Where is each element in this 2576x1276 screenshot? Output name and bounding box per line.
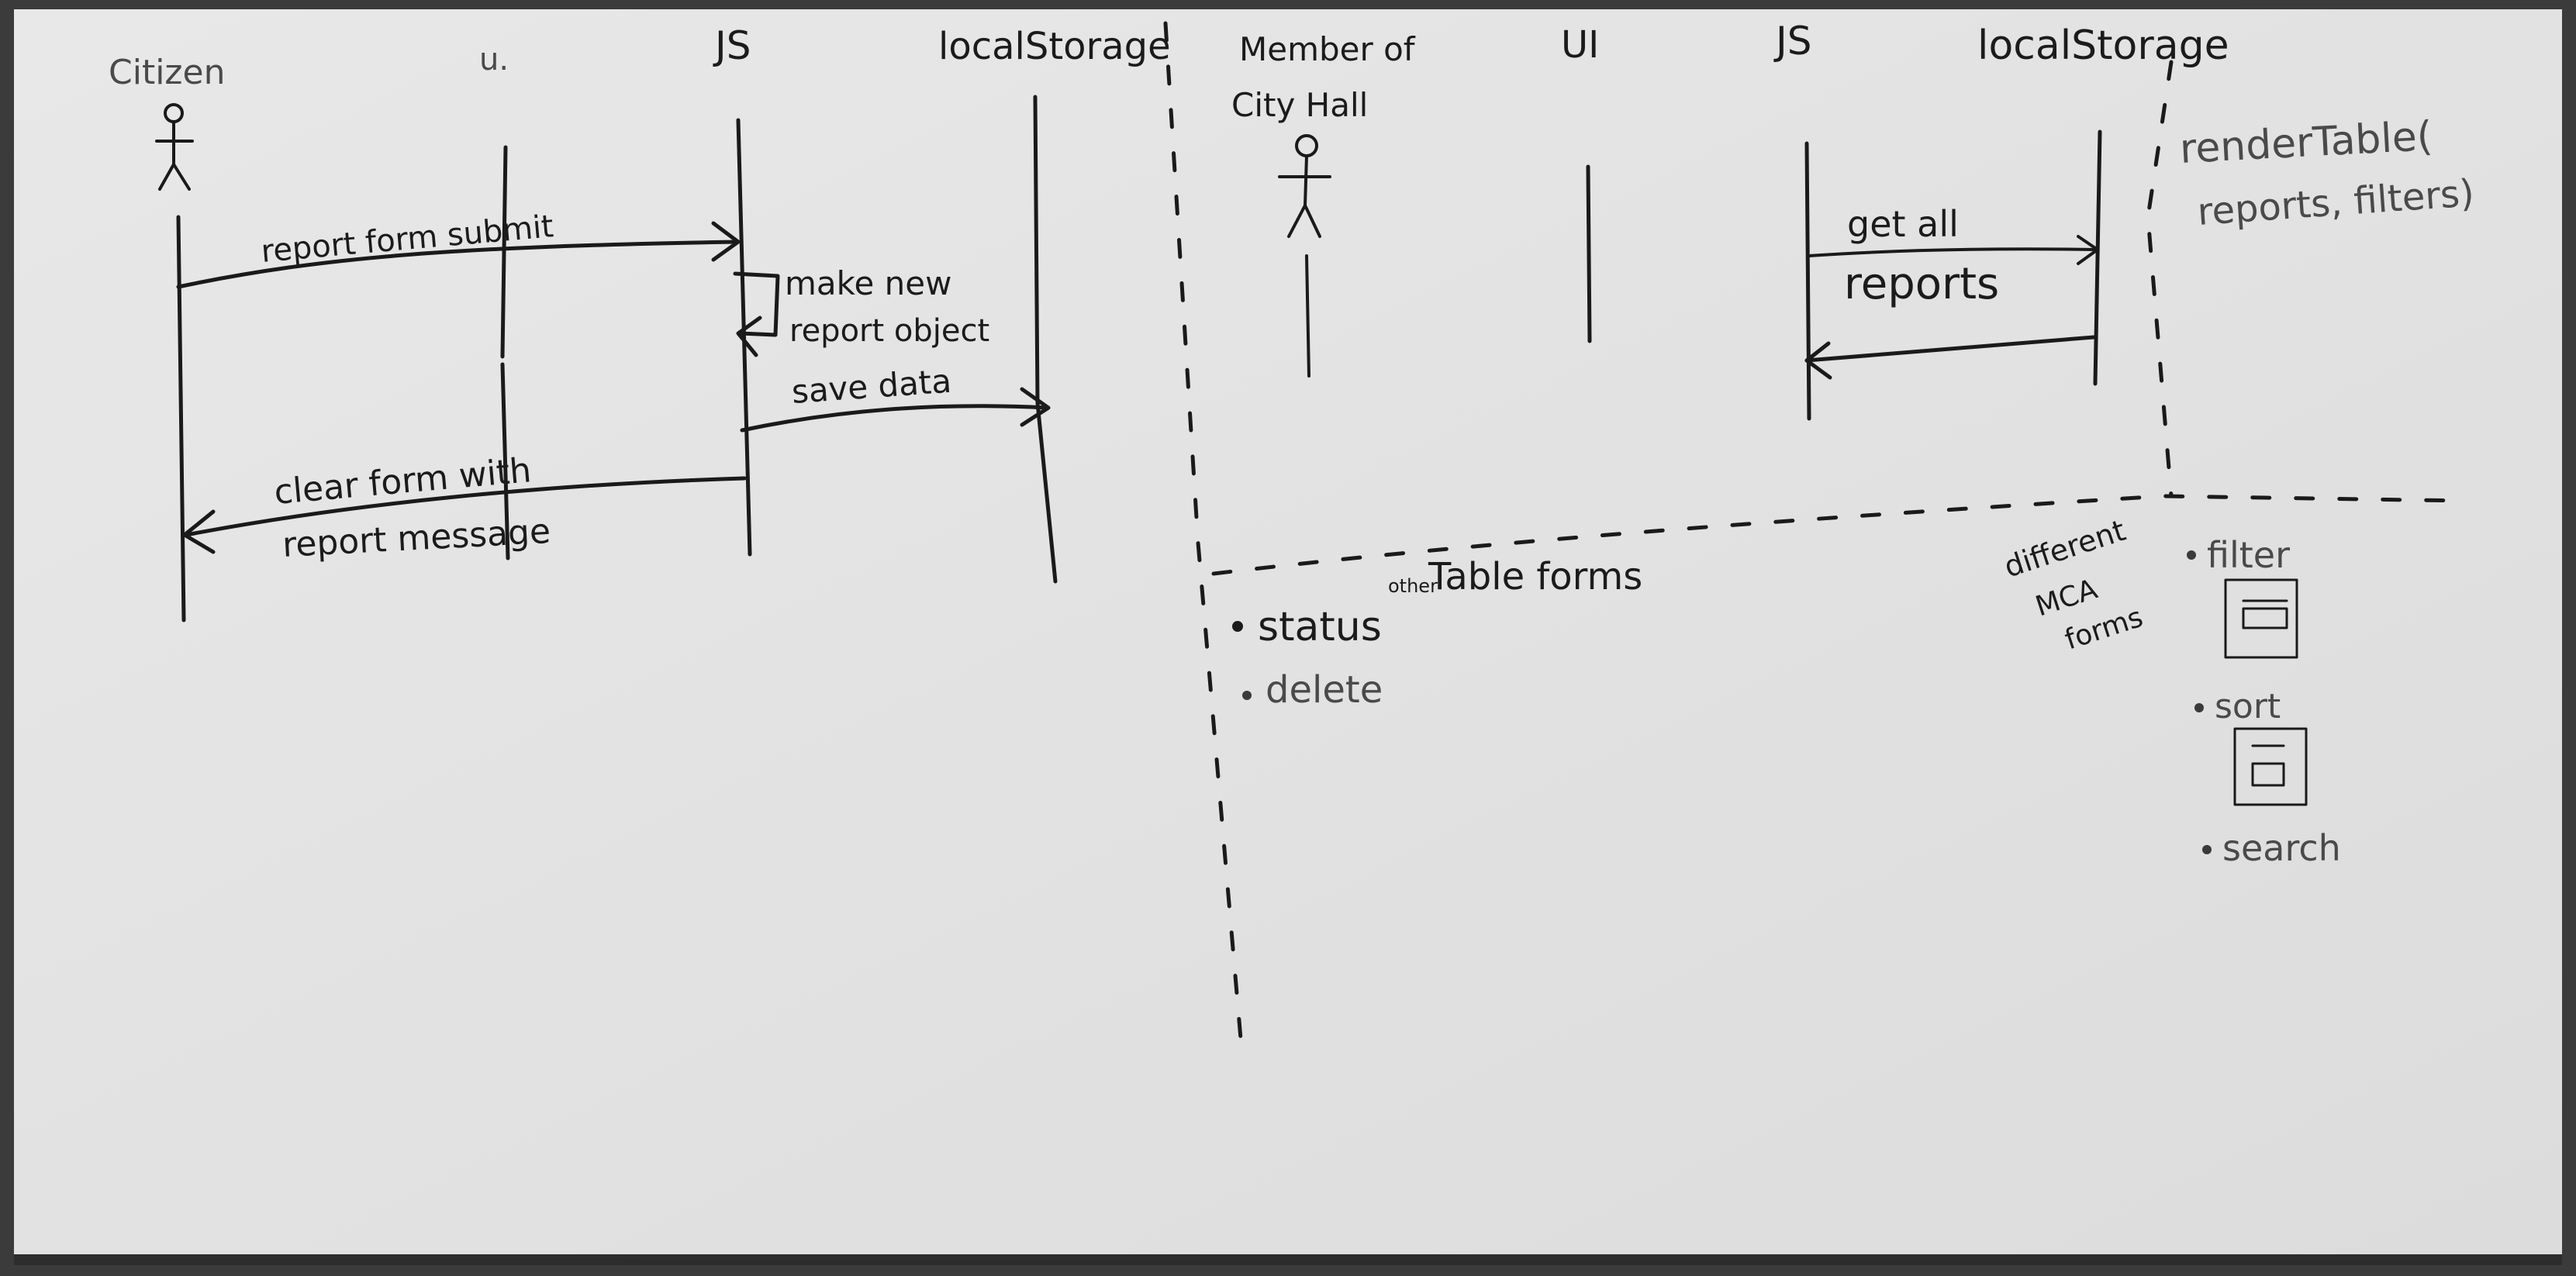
search-item: search: [2222, 827, 2341, 869]
citizen-label: Citizen: [109, 53, 225, 92]
save-data-arrow: [740, 387, 1051, 433]
board-surface: [14, 9, 2562, 1265]
filter-sketch-icon: [2224, 578, 2298, 659]
left-lifelines: [176, 95, 1058, 622]
delete-bullet: [1242, 691, 1252, 700]
status-item: status: [1258, 604, 1382, 650]
filter-bullet: [2187, 550, 2196, 560]
table-forms-note: other Table forms status delete: [1232, 555, 1642, 712]
right-lifelines: [1586, 129, 2102, 421]
right-sequence-diagram: Member of City Hall UI JS localStorage g…: [1231, 19, 2475, 421]
submit-arrow: [176, 221, 741, 289]
sort-bullet: [2194, 703, 2204, 712]
get-reports-line-1: get all: [1847, 203, 1959, 245]
self-message-arrow: [733, 271, 780, 357]
left-ui-label: u.: [479, 42, 509, 78]
self-message-line-2: report object: [789, 313, 989, 349]
left-js-label: JS: [713, 23, 751, 68]
right-localstorage-label: localStorage: [1977, 22, 2229, 69]
member-label-line-2: City Hall: [1231, 86, 1368, 124]
return-reports-arrow: [1804, 335, 2096, 380]
self-message-line-1: make new: [785, 264, 951, 302]
member-actor-icon: [1278, 134, 1331, 378]
table-forms-prefix: other: [1388, 575, 1438, 597]
right-js-label: JS: [1773, 19, 1811, 64]
citizen-actor-icon: [155, 103, 194, 191]
search-bullet: [2202, 845, 2212, 854]
get-reports-line-2: reports: [1844, 259, 1999, 309]
get-reports-arrow: [1808, 235, 2099, 265]
filter-item: filter: [2207, 534, 2290, 576]
return-arrow: [182, 476, 747, 554]
table-forms-heading: Table forms: [1428, 555, 1642, 598]
dashed-dividers: [1163, 21, 2468, 1041]
sort-sketch-icon: [2233, 727, 2308, 806]
delete-item: delete: [1266, 668, 1383, 712]
status-bullet: [1232, 621, 1243, 632]
marker-tray: [14, 1254, 2562, 1265]
left-localstorage-label: localStorage: [938, 25, 1171, 68]
sort-item: sort: [2215, 687, 2281, 726]
member-label-line-1: Member of: [1239, 30, 1416, 68]
right-ui-label: UI: [1561, 23, 1599, 67]
